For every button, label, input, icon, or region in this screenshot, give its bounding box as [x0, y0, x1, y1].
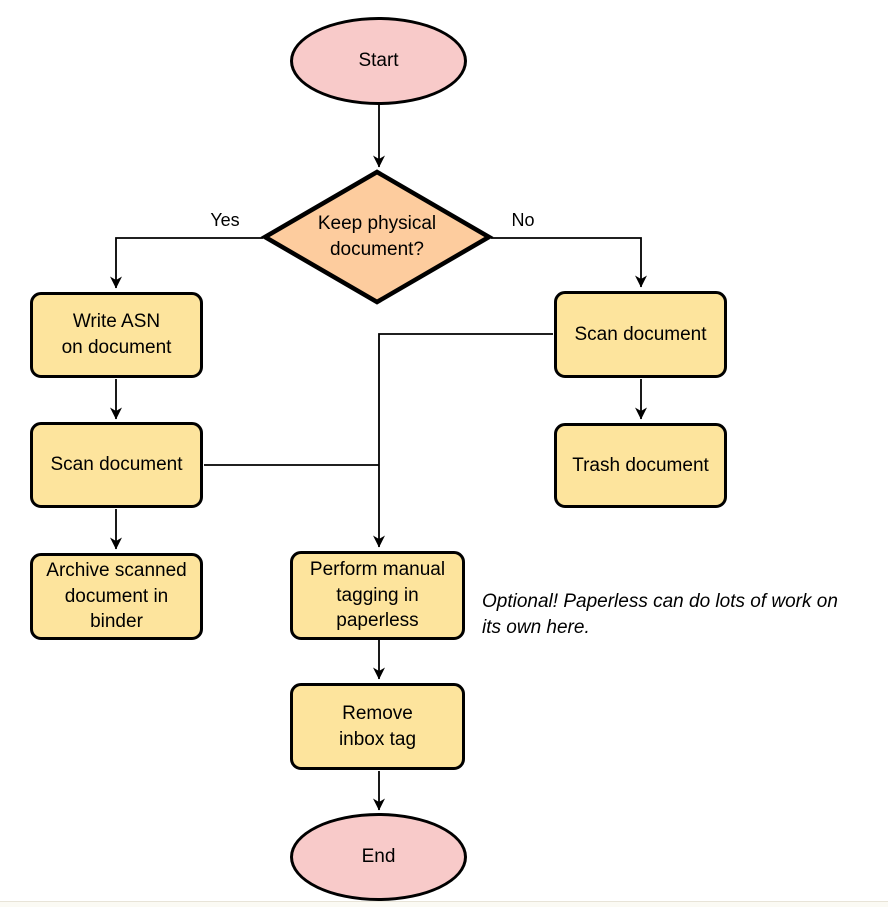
- edge-decision-yes-to-write-asn: [110, 237, 263, 289]
- end-node: End: [290, 813, 467, 901]
- decision-node-label: Keep physical document?: [317, 213, 437, 260]
- start-node: Start: [290, 17, 467, 105]
- process-node-remove-inbox-tag: Remove inbox tag: [290, 683, 465, 770]
- process-node-trash-document: Trash document: [554, 423, 727, 508]
- decision-diamond-shape: [260, 169, 494, 305]
- process-node-perform-manual-tagging: Perform manual tagging in paperless: [290, 551, 465, 640]
- process-node-archive-scanned-document: Archive scanned document in binder: [30, 553, 203, 640]
- edge-decision-no-to-scan-right: [491, 237, 647, 288]
- edge-label-yes: Yes: [197, 210, 253, 232]
- process-node-scan-document-left: Scan document: [30, 422, 203, 508]
- process-node-scan-document-right: Scan document: [554, 291, 727, 378]
- process-node-write-asn-on-document: Write ASN on document: [30, 292, 203, 378]
- page-bottom-edge: [0, 901, 888, 907]
- annotation-optional-paperless-note: Optional! Paperless can do lots of work …: [482, 591, 838, 639]
- decision-node-keep-physical-document: Keep physical document?: [260, 168, 494, 306]
- edge-label-no: No: [495, 210, 551, 232]
- edge-scan-right-to-tagging: [373, 333, 553, 548]
